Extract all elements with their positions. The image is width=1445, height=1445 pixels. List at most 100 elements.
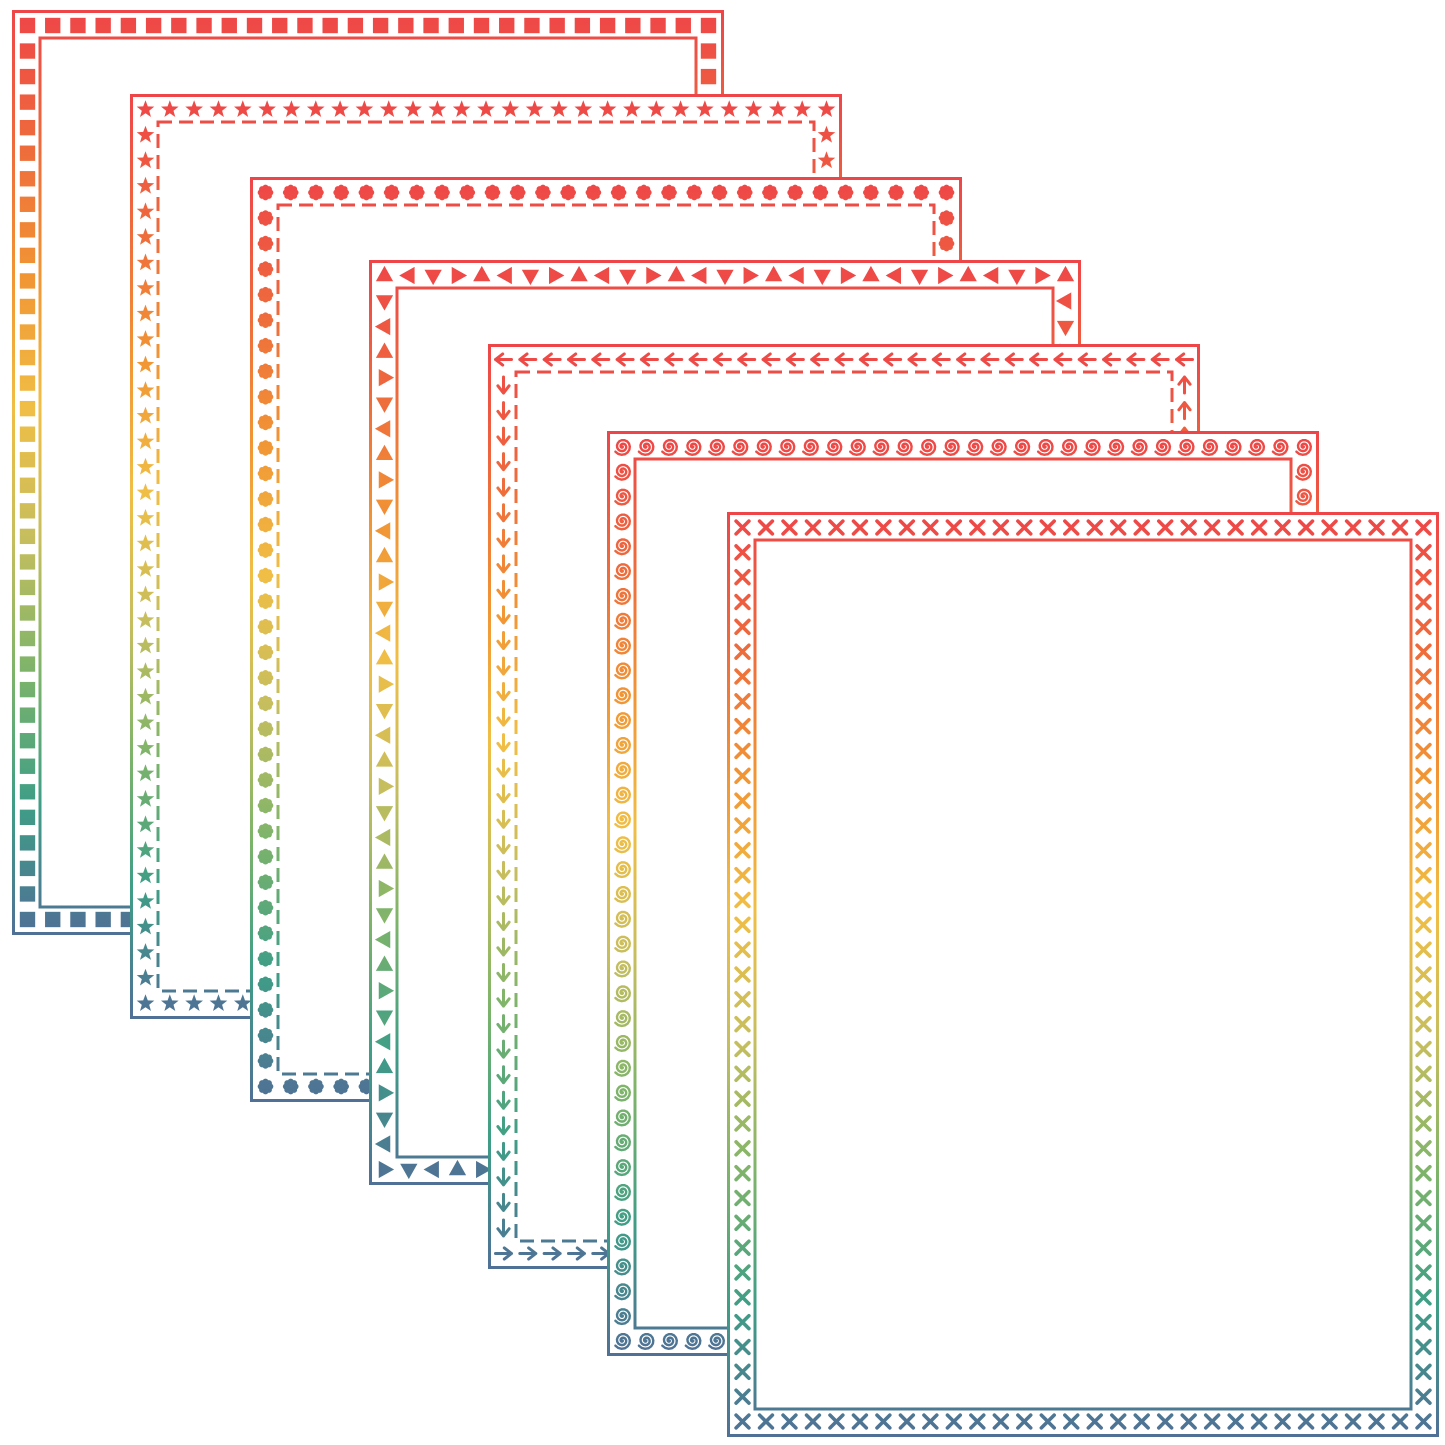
spiral-icon xyxy=(1224,439,1242,457)
arrow-icon xyxy=(664,352,684,367)
flower-icon xyxy=(257,950,274,967)
cross-icon xyxy=(1086,519,1103,536)
cross-icon xyxy=(1415,991,1432,1008)
spiral-icon xyxy=(614,712,632,730)
triangle-icon xyxy=(375,908,394,924)
star-icon xyxy=(647,100,666,117)
flower-icon xyxy=(711,184,728,201)
triangle-icon xyxy=(813,269,831,286)
arrow-icon xyxy=(496,1065,511,1085)
star-icon xyxy=(136,406,155,424)
spiral-icon xyxy=(614,588,632,606)
flower-icon xyxy=(913,184,930,201)
arrow-icon xyxy=(496,426,511,446)
cross-icon xyxy=(1415,1388,1432,1405)
cross-icon xyxy=(1415,866,1432,884)
arrow-icon xyxy=(1077,352,1097,367)
cross-icon xyxy=(1415,1313,1432,1331)
spiral-icon xyxy=(614,985,632,1003)
flower-icon xyxy=(257,823,274,839)
flower-icon xyxy=(257,593,274,610)
arrow-icon xyxy=(496,605,511,625)
square-icon xyxy=(625,17,641,34)
cross-icon xyxy=(734,593,751,611)
flower-icon xyxy=(257,440,274,456)
star-icon xyxy=(136,943,155,960)
cross-icon xyxy=(734,1115,751,1132)
arrow-icon xyxy=(834,352,854,367)
spiral-icon xyxy=(708,439,726,457)
spiral-icon xyxy=(1107,439,1125,457)
arrow-icon xyxy=(496,554,511,574)
star-icon xyxy=(769,100,787,117)
cross-icon xyxy=(734,1264,751,1281)
star-icon xyxy=(161,994,179,1011)
triangle-icon xyxy=(885,266,902,285)
cross-icon xyxy=(1415,742,1432,760)
cross-icon xyxy=(734,1065,751,1083)
cross-icon xyxy=(734,668,751,685)
square-icon xyxy=(19,835,36,851)
star-icon xyxy=(136,304,155,322)
spiral-icon xyxy=(637,1333,655,1351)
cross-icon xyxy=(1016,1413,1033,1430)
star-icon xyxy=(136,330,155,347)
arrow-icon xyxy=(496,375,511,395)
spiral-icon xyxy=(1083,439,1101,457)
cross-icon xyxy=(828,519,845,536)
square-icon xyxy=(45,17,61,34)
star-icon xyxy=(258,100,276,117)
spiral-icon xyxy=(1271,439,1289,457)
square-icon xyxy=(19,68,36,85)
spiral-icon xyxy=(614,1159,632,1177)
square-icon xyxy=(473,17,490,34)
triangle-icon xyxy=(375,1010,394,1026)
star-icon xyxy=(136,662,155,679)
star-icon xyxy=(136,687,155,705)
arrow-icon xyxy=(496,682,511,702)
square-icon xyxy=(19,911,36,928)
cross-icon xyxy=(1250,519,1268,536)
spiral-icon xyxy=(1201,439,1219,457)
star-icon xyxy=(136,892,155,909)
flower-icon xyxy=(535,184,551,201)
spiral-icon xyxy=(684,439,702,457)
triangle-icon xyxy=(375,853,394,869)
flower-icon xyxy=(686,184,703,201)
square-icon xyxy=(524,17,540,34)
triangle-icon xyxy=(619,269,637,286)
square-icon xyxy=(19,656,36,672)
flower-icon xyxy=(257,261,274,277)
spiral-icon xyxy=(614,960,632,978)
frame-outer-line xyxy=(727,512,1439,1437)
square-icon xyxy=(574,17,591,34)
triangle-icon xyxy=(378,675,395,693)
cross-icon xyxy=(945,1413,963,1430)
arrow-icon xyxy=(496,758,511,778)
triangle-icon xyxy=(400,1163,418,1180)
arrow-icon xyxy=(496,784,511,804)
spiral-icon xyxy=(872,439,890,457)
flower-icon xyxy=(282,1078,299,1095)
flower-icon xyxy=(257,542,274,558)
triangle-icon xyxy=(378,369,395,387)
cross-icon xyxy=(1016,519,1033,536)
arrow-icon xyxy=(761,352,781,367)
arrow-icon xyxy=(494,1246,513,1261)
triangle-icon xyxy=(374,1135,391,1153)
star-icon xyxy=(817,151,836,169)
cross-icon xyxy=(1274,519,1291,536)
flower-icon xyxy=(257,721,274,737)
square-icon xyxy=(297,17,313,34)
arrow-icon xyxy=(591,352,611,367)
cross-icon xyxy=(922,519,939,536)
cross-icon xyxy=(1415,1289,1432,1306)
cross-icon xyxy=(1227,519,1244,536)
star-icon xyxy=(306,100,325,117)
arrow-icon xyxy=(496,1116,511,1136)
cross-icon xyxy=(922,1413,939,1430)
arrow-icon xyxy=(810,352,830,367)
arrow-icon xyxy=(496,937,511,957)
square-icon xyxy=(19,758,36,774)
